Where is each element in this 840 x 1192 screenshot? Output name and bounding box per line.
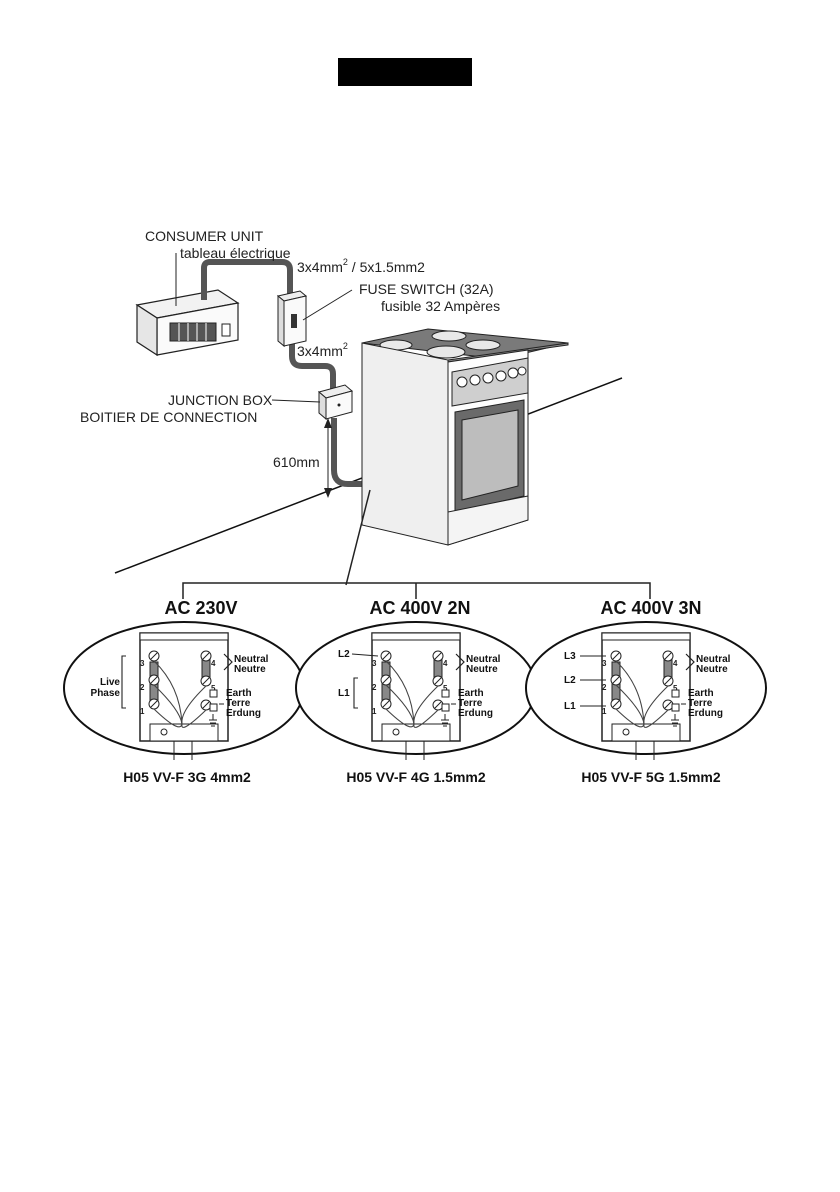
terre-label: Terre bbox=[688, 698, 713, 709]
neutre-label: Neutre bbox=[234, 664, 266, 675]
l1-label: L1 bbox=[564, 701, 576, 712]
cable-top-alt: / 5x1.5mm2 bbox=[348, 259, 425, 275]
height-label: 610mm bbox=[273, 454, 320, 470]
cable-clamp bbox=[149, 723, 219, 742]
header-black-bar bbox=[338, 58, 472, 86]
terminal-number: 1 bbox=[372, 707, 377, 716]
cooker bbox=[361, 328, 569, 546]
l3-label: L3 bbox=[564, 651, 576, 662]
cable-top-sup: 2 bbox=[343, 257, 348, 267]
earth-label: Earth bbox=[458, 688, 484, 699]
terre-label: Terre bbox=[458, 698, 483, 709]
phase-label: Phase bbox=[91, 688, 121, 699]
breaker-row bbox=[169, 322, 217, 342]
heading-ac-230v: AC 230V bbox=[164, 598, 237, 618]
terminal-number: 3 bbox=[372, 659, 377, 668]
terre-label: Terre bbox=[226, 698, 251, 709]
heading-ac-400v-3n: AC 400V 3N bbox=[600, 598, 701, 618]
cable-spec-400v-2n: H05 VV-F 4G 1.5mm2 bbox=[346, 769, 486, 785]
cable-top-label: 3x4mm2 / 5x1.5mm2 bbox=[297, 257, 425, 275]
terminal-number: 1 bbox=[602, 707, 607, 716]
terminal-number: 2 bbox=[602, 683, 607, 692]
ground-icon bbox=[441, 714, 449, 727]
neutre-label: Neutre bbox=[696, 664, 728, 675]
terminal-number: 3 bbox=[602, 659, 607, 668]
live-label: Live bbox=[100, 677, 120, 688]
cable-spec-400v-3n: H05 VV-F 5G 1.5mm2 bbox=[581, 769, 721, 785]
cable-mid-base: 3x4mm bbox=[297, 343, 343, 359]
height-dimension bbox=[324, 418, 332, 498]
terminal-number: 5 bbox=[211, 684, 216, 693]
terminal-number: 1 bbox=[140, 707, 145, 716]
terminal-block-top bbox=[601, 632, 691, 641]
fuse-switch-leader bbox=[302, 289, 353, 321]
terminal-number: 4 bbox=[211, 659, 216, 668]
terminal-number: 5 bbox=[443, 684, 448, 693]
erdung-label: Erdung bbox=[458, 708, 493, 719]
consumer-unit-subtitle: tableau électrique bbox=[180, 245, 291, 261]
terminal-number: 2 bbox=[140, 683, 145, 692]
wiring-panels: 32145NeutralNeutreEarthTerreErdungLivePh… bbox=[63, 621, 767, 760]
terminal-number: 2 bbox=[372, 683, 377, 692]
fuse-switch-title: FUSE SWITCH (32A) bbox=[359, 281, 494, 297]
cable-mid-label: 3x4mm2 bbox=[297, 341, 348, 359]
terminal-number: 4 bbox=[673, 659, 678, 668]
erdung-label: Erdung bbox=[688, 708, 723, 719]
wiring-tree bbox=[182, 582, 651, 599]
l2-label: L2 bbox=[338, 649, 350, 660]
neutral-label: Neutral bbox=[234, 654, 269, 665]
cable-clamp bbox=[611, 723, 681, 742]
earth-label: Earth bbox=[226, 688, 252, 699]
cooker-to-wiring-leader bbox=[345, 489, 371, 586]
terminal-block-top bbox=[371, 632, 461, 641]
cable-to-cooker bbox=[331, 418, 370, 487]
l1-label: L1 bbox=[338, 688, 350, 699]
junction-box-leader bbox=[271, 399, 321, 403]
erdung-label: Erdung bbox=[226, 708, 261, 719]
cable-mid-sup: 2 bbox=[343, 341, 348, 351]
consumer-unit bbox=[135, 289, 240, 357]
fuse-switch bbox=[276, 290, 308, 348]
terminal-number: 4 bbox=[443, 659, 448, 668]
l2-label: L2 bbox=[564, 675, 576, 686]
ground-icon bbox=[209, 714, 217, 727]
neutral-label: Neutral bbox=[696, 654, 731, 665]
earth-label: Earth bbox=[688, 688, 714, 699]
consumer-unit-title: CONSUMER UNIT bbox=[145, 228, 264, 244]
heading-ac-400v-2n: AC 400V 2N bbox=[369, 598, 470, 618]
cable-to-fuse bbox=[201, 259, 293, 300]
terminal-number: 3 bbox=[140, 659, 145, 668]
cable-spec-230v: H05 VV-F 3G 4mm2 bbox=[123, 769, 251, 785]
junction-box bbox=[317, 384, 354, 421]
junction-box-subtitle: BOITIER DE CONNECTION bbox=[80, 409, 257, 425]
ground-icon bbox=[671, 714, 679, 727]
fuse-switch-subtitle: fusible 32 Ampères bbox=[381, 298, 500, 314]
neutre-label: Neutre bbox=[466, 664, 498, 675]
neutral-label: Neutral bbox=[466, 654, 501, 665]
junction-box-title: JUNCTION BOX bbox=[168, 392, 273, 408]
cable-to-junction bbox=[289, 342, 336, 392]
cable-clamp bbox=[381, 723, 451, 742]
cable-top-base: 3x4mm bbox=[297, 259, 343, 275]
terminal-block-top bbox=[139, 632, 229, 641]
terminal-number: 5 bbox=[673, 684, 678, 693]
